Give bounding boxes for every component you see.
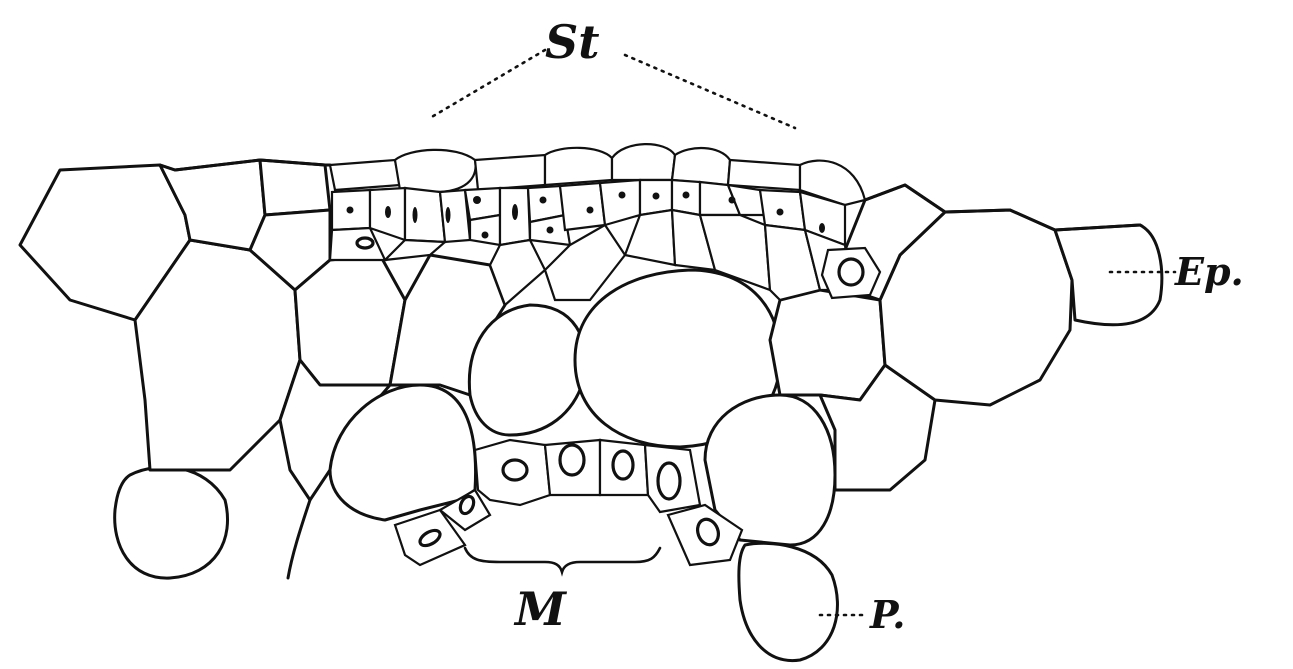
stomata-leader-left [430, 50, 545, 118]
mestome-cell-6 [645, 445, 700, 512]
label-epidermis: Ep. [1174, 249, 1244, 294]
label-parenchyma: P. [869, 592, 906, 637]
stomata-leader-right [625, 55, 795, 128]
upper-cell-4 [545, 148, 612, 185]
upper-cell-7 [728, 160, 800, 190]
nucleus [547, 227, 554, 234]
upper-cell-5 [612, 144, 675, 180]
nucleus [729, 197, 736, 204]
nucleus [413, 207, 418, 223]
nucleus [446, 207, 451, 223]
upper-cell-3 [475, 155, 545, 190]
label-stomata: St [545, 15, 599, 69]
nucleus [653, 193, 660, 200]
nucleus [385, 206, 391, 218]
nucleus [587, 207, 594, 214]
nucleus [473, 196, 481, 204]
nucleus [482, 232, 489, 239]
mestome-brace [465, 548, 660, 572]
small-cell-6 [470, 215, 500, 245]
nucleus [777, 209, 784, 216]
nucleus [540, 197, 547, 204]
small-cell-10 [560, 183, 605, 230]
mestome-cell-4 [545, 440, 600, 495]
parenchyma-cell-right-middle [770, 290, 885, 400]
small-cell-11 [600, 180, 640, 225]
nucleus [819, 223, 825, 233]
cell-wall-left-edge [288, 500, 310, 578]
label-mestome: M [513, 582, 568, 636]
upper-cell-6 [672, 148, 730, 185]
upper-cell-1 [330, 160, 400, 190]
nucleus [683, 192, 690, 199]
parenchyma-cell-left-inner [295, 255, 405, 385]
parenchyma-cell-p [739, 543, 838, 660]
nucleus [347, 207, 354, 214]
nucleus [619, 192, 626, 199]
nucleus [512, 204, 518, 220]
small-cell-3 [405, 188, 445, 242]
mestome-cell-3 [475, 440, 550, 505]
epidermal-cell-left-3 [260, 160, 330, 215]
parenchyma-cell-left-round [115, 467, 228, 578]
mestome-cell-5 [600, 440, 648, 495]
upper-cell-2 [395, 150, 476, 192]
